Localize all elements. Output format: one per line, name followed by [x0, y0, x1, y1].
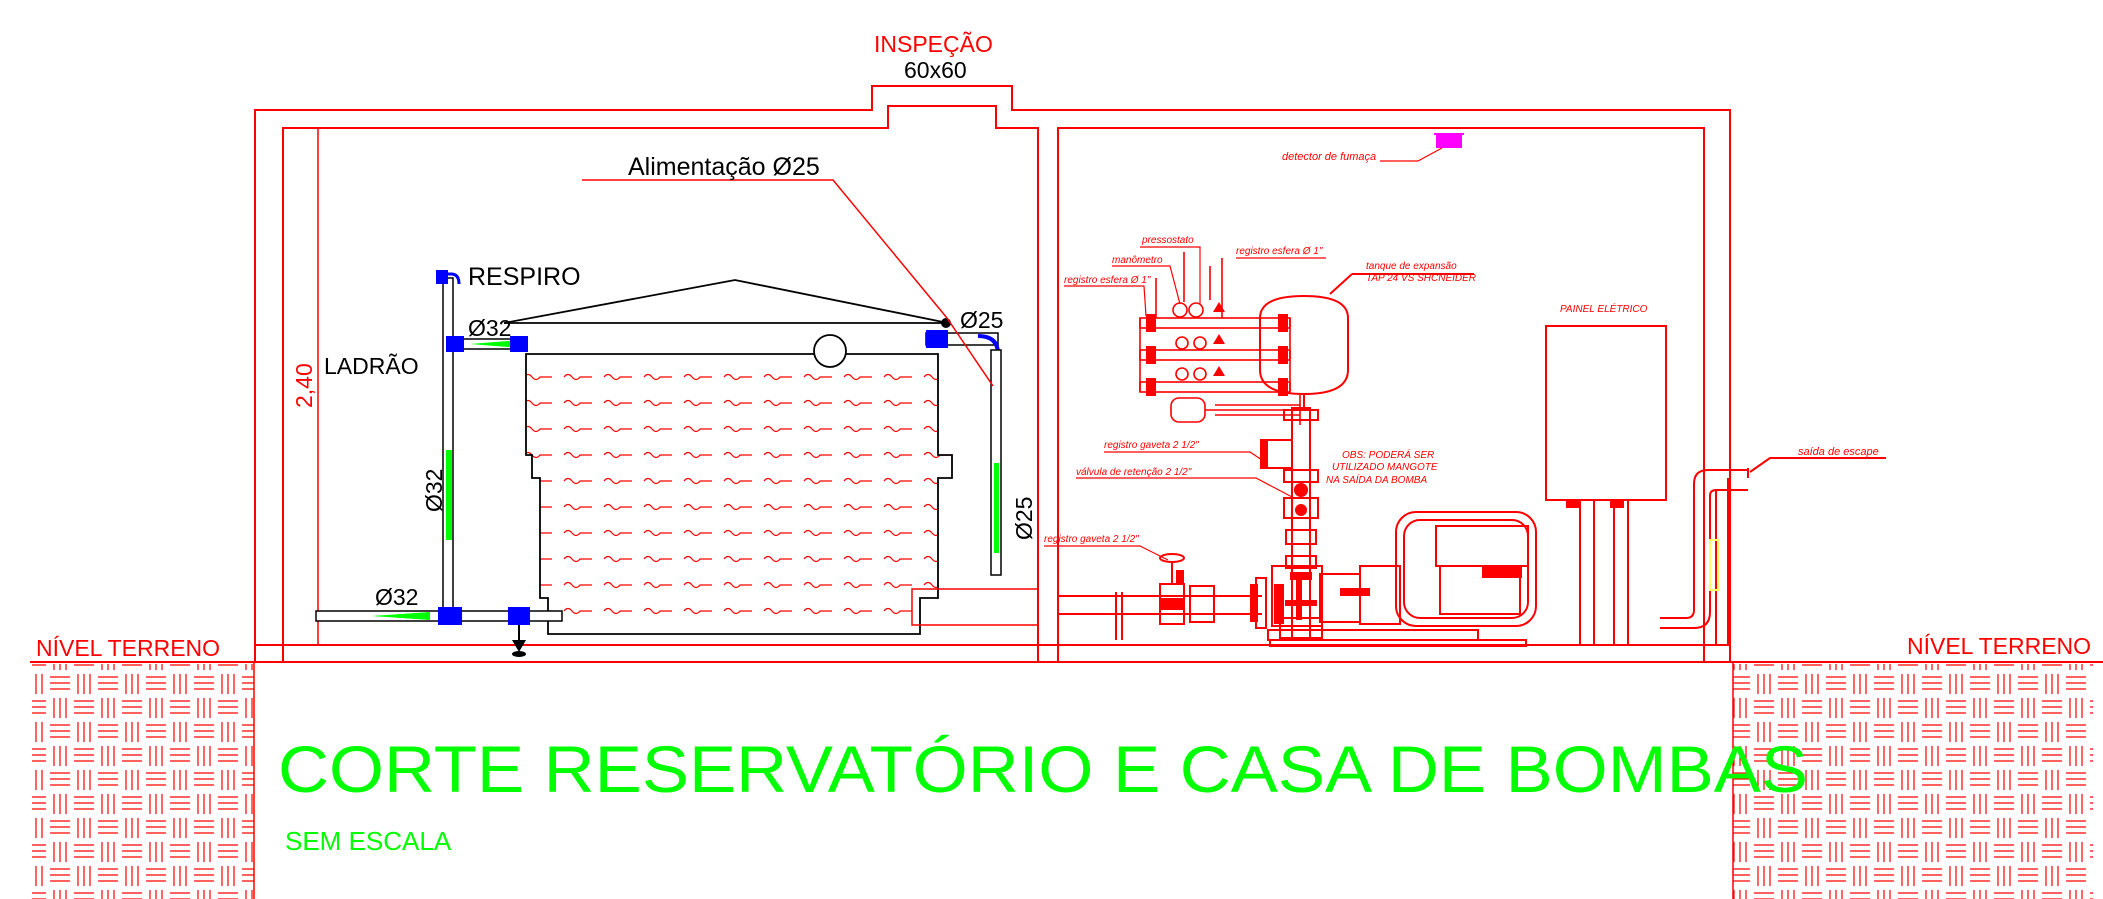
ball-valve-right-label: registro esfera Ø 1" [1236, 246, 1323, 257]
ball-valve-left-label: registro esfera Ø 1" [1064, 275, 1151, 286]
feed-pipe [925, 318, 1002, 576]
pump-details [1274, 566, 1522, 624]
inspection-label: INSPEÇÃO [874, 31, 993, 57]
gate-valve-upper-label: registro gaveta 2 1/2" [1104, 440, 1199, 451]
pipe-label-top-right: Ø25 [960, 307, 1003, 333]
suction-line [1058, 553, 1267, 640]
discharge-fittings [1260, 440, 1317, 606]
feed-leader [582, 179, 948, 319]
drawing-subtitle: SEM ESCALA [285, 826, 452, 856]
vent-overflow-pipe [315, 270, 563, 657]
inspection-size: 60x60 [904, 57, 967, 83]
pipe-label-vertical-left: Ø32 [421, 469, 447, 512]
manifold-fittings [1146, 302, 1288, 396]
pump-room: detector de fumaça [1044, 133, 1886, 647]
overflow-label: LADRÃO [324, 353, 419, 379]
suction-valve-fittings [1160, 570, 1258, 622]
ground-level-label-right: NÍVEL TERRENO [1907, 633, 2091, 659]
smoke-detector-label: detector de fumaça [1282, 151, 1376, 163]
pump-motor [1267, 511, 1537, 647]
expansion-tank-model: TAP 24 VS SHCNEIDER [1366, 273, 1476, 284]
height-dimension-label: 2,40 [291, 363, 317, 408]
discharge-pipe [1260, 407, 1323, 639]
gate-valve-lower-label: registro gaveta 2 1/2" [1044, 534, 1139, 545]
pipe-label-vertical-right: Ø25 [1011, 497, 1037, 540]
float-valve [813, 334, 847, 368]
building-structure [254, 85, 1731, 663]
tank-lid [503, 279, 949, 324]
label-leaders [1044, 246, 1326, 561]
panel-feet [1566, 500, 1624, 508]
check-valve-label: válvula de retenção 2 1/2" [1076, 467, 1192, 478]
obs-line-3: NA SAÍDA DA BOMBA [1326, 473, 1427, 486]
vent-label: RESPIRO [468, 263, 581, 291]
drawing-title: CORTE RESERVATÓRIO E CASA DE BOMBAS [278, 732, 1808, 806]
manometer-label: manômetro [1112, 255, 1163, 266]
pipe-label-top-left: Ø32 [468, 315, 511, 341]
pressostat-label: pressostato [1141, 235, 1194, 246]
exhaust-label: saída de escape [1798, 446, 1879, 458]
water-tank [525, 353, 953, 635]
expansion-tank-label: tanque de expansão [1366, 261, 1457, 272]
obs-line-1: OBS: PODERÁ SER [1342, 448, 1434, 461]
expansion-tank [1259, 273, 1474, 410]
ground-level-label-left: NÍVEL TERRENO [36, 635, 220, 661]
electric-panel [1545, 325, 1667, 645]
earth-hatch-right [1733, 664, 2093, 899]
feed-label: Alimentação Ø25 [628, 153, 820, 181]
pressure-manifold [1139, 252, 1301, 425]
obs-line-2: UTILIZADO MANGOTE [1332, 462, 1438, 473]
electric-panel-label: PAINEL ELÉTRICO [1560, 302, 1648, 315]
inspection-opening: INSPEÇÃO 60x60 [874, 31, 993, 83]
ground: NÍVEL TERRENO NÍVEL TERRENO [30, 633, 2103, 899]
earth-hatch-left [32, 664, 254, 899]
reservoir: 2,40 [291, 127, 1039, 657]
pipe-label-bottom: Ø32 [375, 584, 418, 610]
exhaust-pipe [1660, 457, 1886, 645]
smoke-detector-icon [1380, 133, 1464, 162]
